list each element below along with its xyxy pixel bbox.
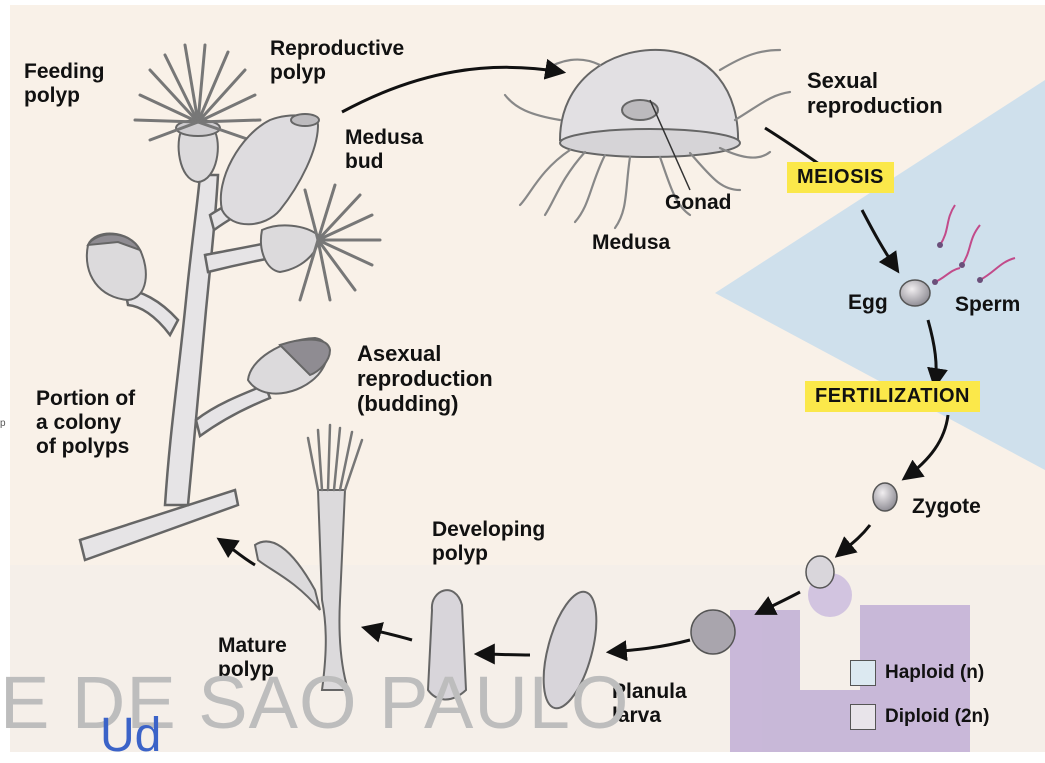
label-asexual-reproduction: Asexual reproduction (budding)	[357, 341, 493, 416]
meiosis-callout: MEIOSIS	[787, 162, 894, 193]
label-sperm: Sperm	[955, 293, 1020, 317]
legend-diploid-label: Diploid (2n)	[885, 706, 989, 728]
watermark-mark: Ud	[100, 708, 190, 752]
early-embryo	[806, 556, 834, 588]
label-egg: Egg	[848, 291, 888, 315]
zygote-cell	[873, 483, 897, 511]
side-text-fragment: p	[0, 418, 6, 429]
label-colony: Portion of a colony of polyps	[36, 387, 135, 459]
left-margin	[0, 0, 10, 752]
fertilization-callout: FERTILIZATION	[805, 381, 980, 412]
legend-haploid-label: Haploid (n)	[885, 662, 984, 684]
label-feeding-polyp: Feeding polyp	[24, 60, 105, 108]
label-sexual-reproduction: Sexual reproduction	[807, 68, 943, 118]
legend-haploid-swatch	[850, 660, 876, 686]
egg-cell	[900, 280, 930, 306]
label-medusa: Medusa	[592, 231, 670, 255]
blastula	[691, 610, 735, 654]
legend-diploid-swatch	[850, 704, 876, 730]
label-reproductive-polyp: Reproductive polyp	[270, 37, 404, 85]
label-zygote: Zygote	[912, 495, 981, 519]
watermark-text: E DE SAO PAULO	[0, 660, 630, 745]
label-developing-polyp: Developing polyp	[432, 518, 545, 566]
label-medusa-bud: Medusa bud	[345, 126, 423, 174]
label-gonad: Gonad	[665, 191, 732, 215]
